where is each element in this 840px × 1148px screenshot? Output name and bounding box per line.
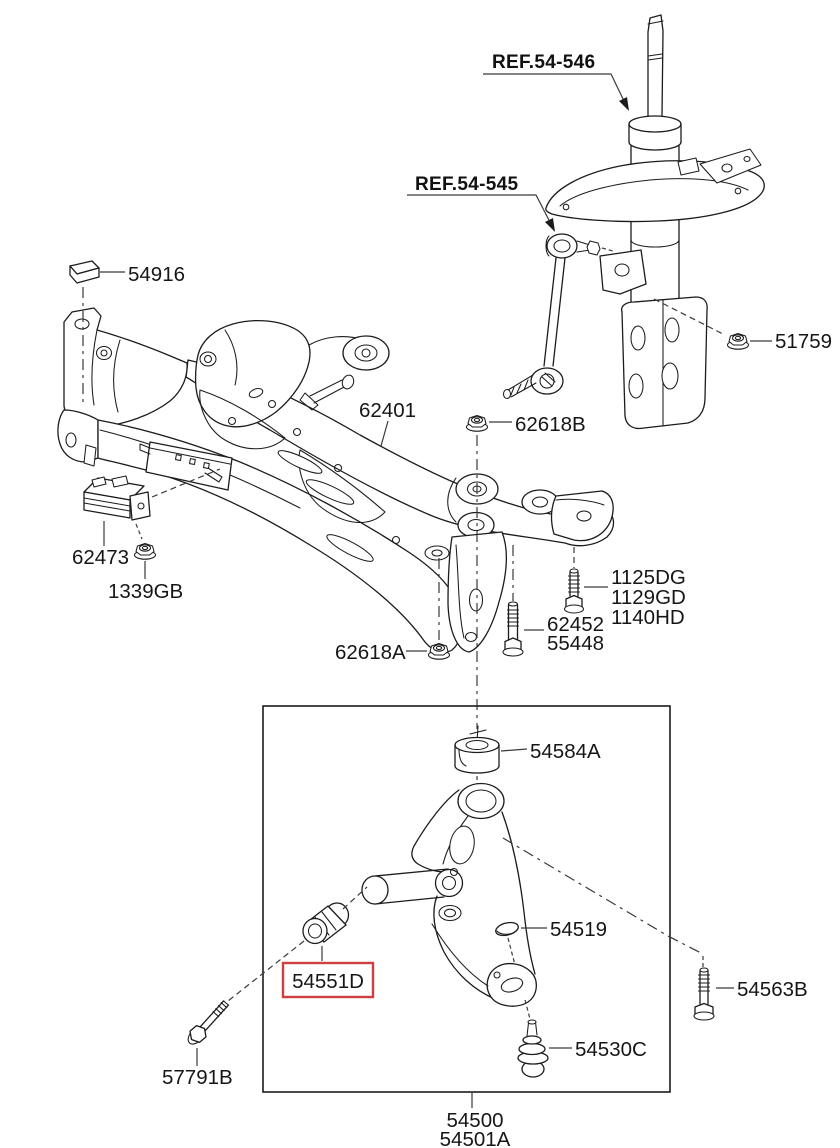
guide-line-54551D-lower xyxy=(227,940,305,1002)
guide-line-54519 xyxy=(507,937,516,966)
ref-54-545-leader-line xyxy=(407,194,552,225)
bolt-57791B-drawing xyxy=(187,1000,230,1045)
crossmember-drawing xyxy=(57,307,615,653)
ref-54-545-arrowhead xyxy=(545,218,555,232)
part-label-1339GB: 1339GB xyxy=(108,580,183,603)
part-label-57791B: 57791B xyxy=(162,1066,233,1089)
part-label-51759: 51759 xyxy=(775,330,832,353)
part-label-1125DG: 1125DG xyxy=(611,566,686,589)
part-label-54916: 54916 xyxy=(128,263,185,286)
part-label-55448: 55448 xyxy=(547,632,604,655)
part-label-1140HD: 1140HD xyxy=(611,606,685,629)
washer-54519-drawing xyxy=(495,921,519,937)
insulator-pad-54916-drawing xyxy=(69,260,100,284)
nut-51759-drawing xyxy=(726,332,750,350)
ref-label-54-545: REF.54-545 xyxy=(415,174,518,195)
part-label-62618B: 62618B xyxy=(515,413,586,436)
ref-label-54-546: REF.54-546 xyxy=(492,52,595,73)
ref-callout-54-546: REF.54-546 xyxy=(483,52,629,111)
part-label-54501A: 54501A xyxy=(440,1128,511,1148)
lower-control-arm-drawing xyxy=(361,782,537,1007)
bracket-62473-nut-guide xyxy=(135,523,143,540)
part-label-62401: 62401 xyxy=(359,399,416,422)
part-label-54551D: 54551D xyxy=(292,970,364,993)
part-label-54563B: 54563B xyxy=(737,978,808,1001)
bracket-62473-drawing xyxy=(83,475,151,521)
bushing-54551D-drawing xyxy=(302,902,350,945)
guide-line-54551D-upper xyxy=(342,886,368,910)
bushing-54584A-drawing xyxy=(454,725,500,774)
bolt-1125DG-drawing xyxy=(563,568,585,614)
bracket-62473-guide-line xyxy=(151,468,221,498)
ref-54-546-arrowhead xyxy=(619,97,629,111)
nut-62618B-drawing xyxy=(465,414,489,432)
link-stud-guide-line xyxy=(601,247,614,252)
bolt-54563B-drawing xyxy=(693,967,715,1021)
part-label-54584A: 54584A xyxy=(530,740,601,763)
nut-51759-guide-line xyxy=(653,298,724,335)
ref-callout-54-545: REF.54-545 xyxy=(407,174,555,232)
leader-line-62401 xyxy=(380,420,389,447)
ball-joint-54530C-drawing xyxy=(517,1019,549,1078)
bolt-62452-drawing xyxy=(502,601,524,657)
part-label-62452: 62452 xyxy=(547,613,604,636)
part-label-54519: 54519 xyxy=(550,918,607,941)
part-label-54530C: 54530C xyxy=(575,1038,647,1061)
highlight-box-54551D xyxy=(281,961,375,999)
part-label-54500: 54500 xyxy=(446,1109,503,1132)
strut-assembly-drawing xyxy=(545,14,765,430)
part-label-62618A: 62618A xyxy=(335,641,406,664)
part-label-1129GD: 1129GD xyxy=(611,586,686,609)
guide-line-54530C xyxy=(524,999,531,1020)
leader-line-54584A xyxy=(500,748,528,752)
part-label-62473: 62473 xyxy=(72,546,129,569)
nut-62618A-drawing xyxy=(427,642,451,660)
ref-54-546-leader-line xyxy=(483,73,626,104)
stabilizer-link-drawing xyxy=(502,233,614,400)
guide-line-54563B xyxy=(502,837,702,954)
lower-arm-group-box xyxy=(262,705,671,1093)
nut-1339GB-drawing xyxy=(133,542,157,560)
